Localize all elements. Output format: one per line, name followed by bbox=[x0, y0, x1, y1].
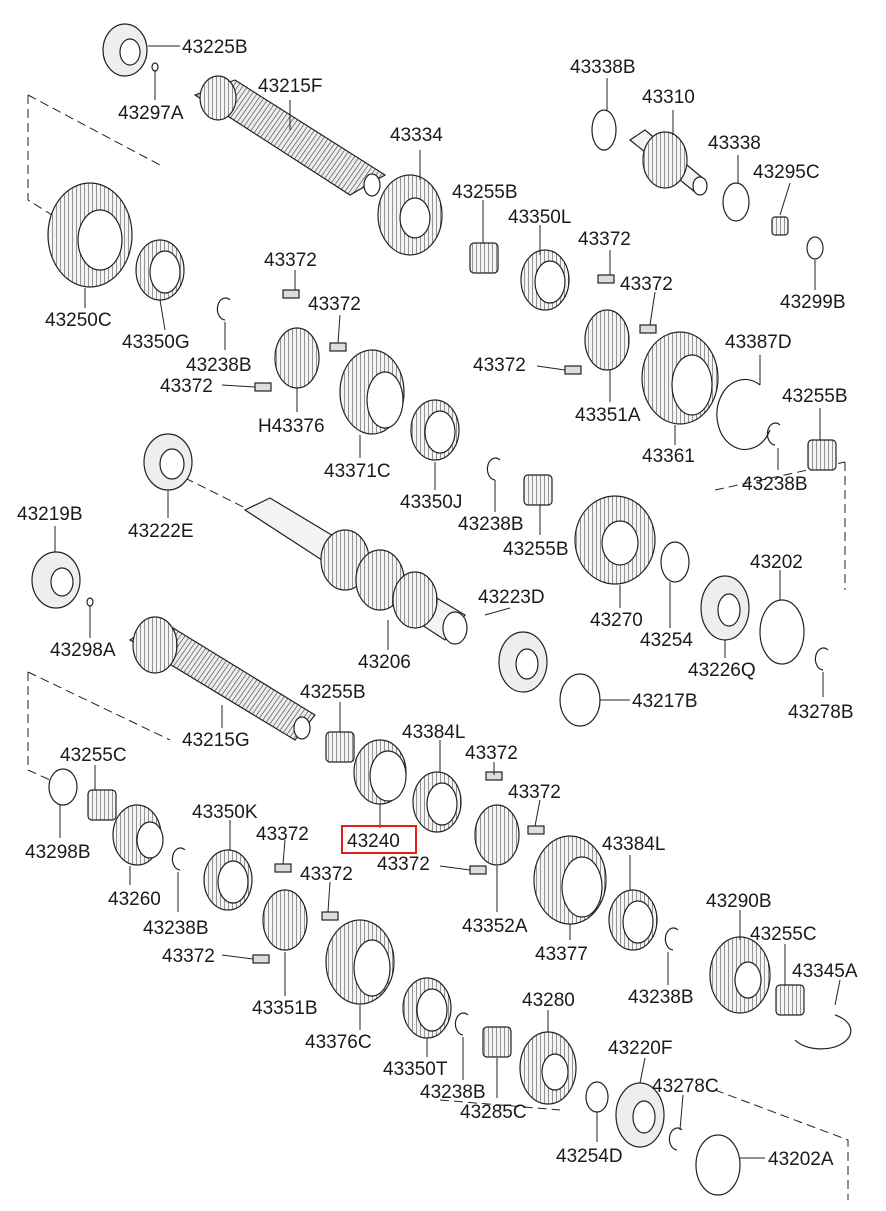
label-43215G[interactable]: 43215G bbox=[182, 730, 250, 751]
label-43255B[interactable]: 43255B bbox=[300, 682, 366, 703]
label-43387D[interactable]: 43387D bbox=[725, 332, 792, 353]
label-43298B[interactable]: 43298B bbox=[25, 842, 91, 863]
label-43219B[interactable]: 43219B bbox=[17, 504, 83, 525]
label-43334[interactable]: 43334 bbox=[390, 125, 443, 146]
label-43372[interactable]: 43372 bbox=[508, 782, 561, 803]
label-43206[interactable]: 43206 bbox=[358, 652, 411, 673]
label-43338[interactable]: 43338 bbox=[708, 133, 761, 154]
label-43238B[interactable]: 43238B bbox=[186, 355, 252, 376]
output-shaft-43206 bbox=[243, 497, 468, 645]
label-43338B[interactable]: 43338B bbox=[570, 57, 636, 78]
label-43290B[interactable]: 43290B bbox=[706, 891, 772, 912]
label-43238B[interactable]: 43238B bbox=[143, 918, 209, 939]
label-43350K[interactable]: 43350K bbox=[192, 802, 258, 823]
label-43278C[interactable]: 43278C bbox=[652, 1076, 719, 1097]
label-43345A[interactable]: 43345A bbox=[792, 961, 858, 982]
label-43255B[interactable]: 43255B bbox=[503, 539, 569, 560]
label-43223D[interactable]: 43223D bbox=[478, 587, 545, 608]
label-43372[interactable]: 43372 bbox=[620, 274, 673, 295]
label-43250C[interactable]: 43250C bbox=[45, 310, 112, 331]
reverse-shaft-43310 bbox=[628, 129, 708, 196]
leader-lines bbox=[54, 45, 841, 1159]
label-43220F[interactable]: 43220F bbox=[608, 1038, 672, 1059]
label-43238B[interactable]: 43238B bbox=[628, 987, 694, 1008]
label-43222E[interactable]: 43222E bbox=[128, 521, 194, 542]
label-43270[interactable]: 43270 bbox=[590, 610, 643, 631]
label-43238B[interactable]: 43238B bbox=[742, 474, 808, 495]
label-43372[interactable]: 43372 bbox=[162, 946, 215, 967]
label-43285C[interactable]: 43285C bbox=[460, 1102, 527, 1123]
label-43297A[interactable]: 43297A bbox=[118, 103, 184, 124]
label-43260[interactable]: 43260 bbox=[108, 889, 161, 910]
label-43372[interactable]: 43372 bbox=[578, 229, 631, 250]
bearings bbox=[31, 23, 837, 1148]
label-43254D[interactable]: 43254D bbox=[556, 1146, 623, 1167]
label-43372[interactable]: 43372 bbox=[160, 376, 213, 397]
label-43280[interactable]: 43280 bbox=[522, 990, 575, 1011]
label-43371C[interactable]: 43371C bbox=[324, 461, 391, 482]
label-43278B[interactable]: 43278B bbox=[788, 702, 854, 723]
label-43255C[interactable]: 43255C bbox=[60, 745, 127, 766]
label-43238B[interactable]: 43238B bbox=[458, 514, 524, 535]
label-43384L[interactable]: 43384L bbox=[602, 834, 665, 855]
label-43240[interactable]: 43240 bbox=[347, 831, 400, 852]
label-43376C[interactable]: 43376C bbox=[305, 1032, 372, 1053]
label-43384L[interactable]: 43384L bbox=[402, 722, 465, 743]
gear-parts bbox=[47, 174, 771, 1105]
label-43352A[interactable]: 43352A bbox=[462, 916, 528, 937]
label-43372[interactable]: 43372 bbox=[300, 864, 353, 885]
label-43372[interactable]: 43372 bbox=[264, 250, 317, 271]
label-43202A[interactable]: 43202A bbox=[768, 1149, 834, 1170]
label-43215F[interactable]: 43215F bbox=[258, 76, 322, 97]
label-43295C[interactable]: 43295C bbox=[753, 162, 820, 183]
label-43350J[interactable]: 43350J bbox=[400, 492, 462, 513]
sync-rings bbox=[135, 239, 658, 1039]
label-43255C[interactable]: 43255C bbox=[750, 924, 817, 945]
label-43372[interactable]: 43372 bbox=[473, 355, 526, 376]
sync-sleeves bbox=[262, 309, 719, 1005]
input-shaft-43215F bbox=[193, 75, 387, 197]
rings-washers-snaprings bbox=[48, 62, 852, 1196]
part-labels: 43225B 43297A 43215F 43334 43338B 43310 … bbox=[17, 37, 858, 1170]
label-43372[interactable]: 43372 bbox=[465, 743, 518, 764]
label-43377[interactable]: 43377 bbox=[535, 944, 588, 965]
label-43299B[interactable]: 43299B bbox=[780, 292, 846, 313]
gear-43240[interactable] bbox=[353, 739, 407, 805]
label-43351B[interactable]: 43351B bbox=[252, 998, 318, 1019]
label-43350L[interactable]: 43350L bbox=[508, 207, 571, 228]
label-43310[interactable]: 43310 bbox=[642, 87, 695, 108]
label-43351A[interactable]: 43351A bbox=[575, 405, 641, 426]
label-43372[interactable]: 43372 bbox=[308, 294, 361, 315]
label-43372[interactable]: 43372 bbox=[256, 824, 309, 845]
label-43254[interactable]: 43254 bbox=[640, 630, 693, 651]
label-43202[interactable]: 43202 bbox=[750, 552, 803, 573]
label-43350T[interactable]: 43350T bbox=[383, 1059, 448, 1080]
label-43255B[interactable]: 43255B bbox=[782, 386, 848, 407]
label-43226Q[interactable]: 43226Q bbox=[688, 660, 756, 681]
shaft-43215G bbox=[128, 616, 316, 741]
label-43217B[interactable]: 43217B bbox=[632, 691, 698, 712]
highlight-box-43240 bbox=[341, 825, 417, 854]
label-43238B[interactable]: 43238B bbox=[420, 1082, 486, 1103]
label-43255B[interactable]: 43255B bbox=[452, 182, 518, 203]
label-H43376[interactable]: H43376 bbox=[258, 416, 325, 437]
label-43350G[interactable]: 43350G bbox=[122, 332, 190, 353]
label-43298A[interactable]: 43298A bbox=[50, 640, 116, 661]
label-43361[interactable]: 43361 bbox=[642, 446, 695, 467]
label-43372[interactable]: 43372 bbox=[377, 854, 430, 875]
label-43225B[interactable]: 43225B bbox=[182, 37, 248, 58]
